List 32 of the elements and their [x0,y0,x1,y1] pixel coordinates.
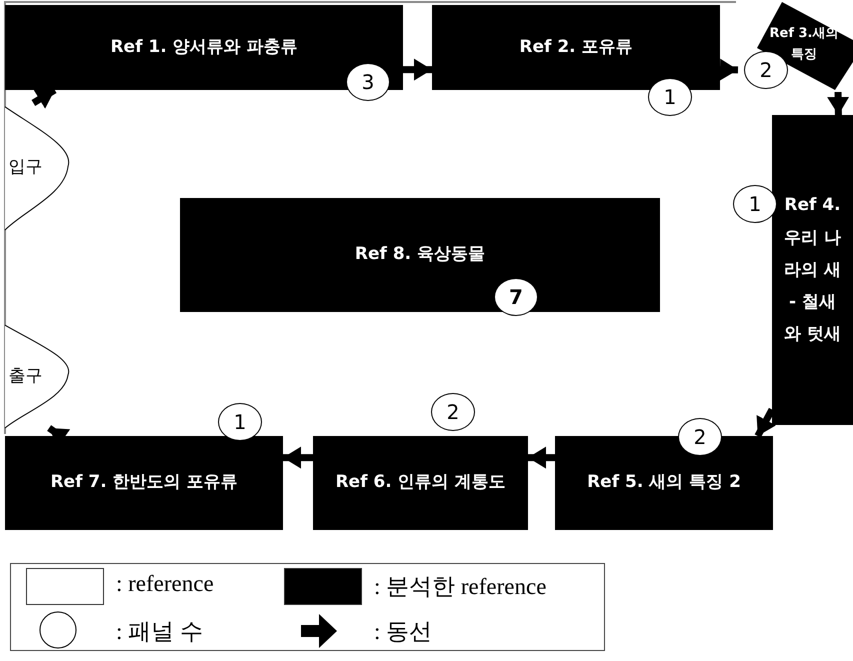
flow-arrow [283,446,313,469]
reference-box [432,5,720,90]
reference-title: Ref 6. 인류의 계통도 [335,471,506,494]
reference-title: Ref 4. 우리 나라의 새 - 철새와 텃새 [783,194,842,346]
legend-text: : 패널 수 [116,618,203,646]
legend-text: : reference [116,571,214,597]
panel-count-circle: 1 [648,78,692,116]
reference-title: Ref 5. 새의 특징 2 [587,471,741,494]
reference-box [5,436,283,530]
reference-box [5,5,403,90]
flow-arrow [754,408,776,438]
legend-text: : 분석한 reference [374,573,546,601]
panel-count-circle: 2 [744,51,788,89]
flow-arrow [403,58,432,81]
panel-count-circle: 1 [733,185,777,223]
reference-title: Ref 7. 한반도의 포유류 [50,471,238,494]
legend-text: : 동선 [374,618,432,646]
panel-count-circle: 7 [494,278,538,316]
reference-box [772,115,853,425]
flow-arrow [32,87,57,109]
doorway-label: 출구 [8,364,42,386]
panel-count-circle: 2 [431,393,475,431]
reference-title: Ref 8. 육상동물 [354,243,486,266]
panel-count-circle: 2 [678,418,722,456]
reference-box [313,436,528,530]
flow-arrow [528,446,555,469]
reference-title: Ref 1. 양서류와 파충류 [110,36,298,59]
flow-arrow [827,92,850,116]
panel-count-circle: 1 [218,403,262,441]
flow-arrow [720,58,738,81]
reference-title: Ref 2. 포유류 [519,36,633,59]
doorway-label: 입구 [8,156,42,178]
